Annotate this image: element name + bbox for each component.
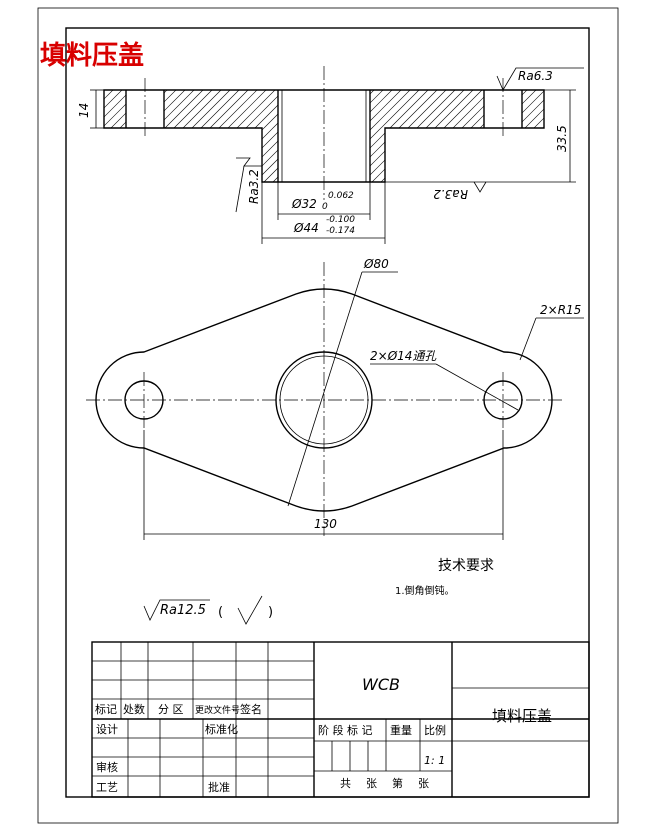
label-process: 工艺 (96, 781, 118, 794)
label-scale: 比例 (424, 723, 446, 737)
boss-tol-lower: -0.174 (326, 226, 355, 236)
hatch-line (597, 80, 654, 200)
bore-dim: Ø32 (291, 197, 317, 211)
hatch-line (104, 90, 106, 182)
boss-dim: Ø44 (293, 221, 319, 235)
scale-value: 1: 1 (424, 754, 445, 767)
drawing-frame (65, 27, 590, 798)
hatch-line (104, 90, 133, 182)
label-review: 审核 (96, 760, 118, 774)
roughness-top: Ra6.3 (518, 69, 553, 83)
hatch-line (104, 90, 196, 182)
part-name: 填料压盖 (492, 707, 552, 725)
height-dim: 33.5 (555, 125, 569, 152)
hatch-line (0, 80, 69, 200)
label-weight: 重量 (390, 723, 412, 737)
length-dim: 130 (314, 517, 337, 531)
label-standardize: 标准化 (205, 722, 238, 736)
label-sheet-no: 第 (392, 776, 403, 790)
label-stage-mark: 阶 段 标 记 (318, 723, 373, 737)
note-item-1: 1.倒角倒钝。 (395, 584, 455, 597)
label-sheets-total: 共 (340, 777, 351, 790)
notes-heading: 技术要求 (438, 558, 494, 574)
label-sheets-unit-2: 张 (418, 777, 429, 790)
hatch-line (104, 90, 205, 182)
hatch-line (104, 90, 151, 182)
col-sign: 签名 (240, 702, 262, 716)
roughness-left: Ra3.2 (247, 169, 261, 204)
bore-tol-upper: 0.062 (328, 191, 354, 201)
section-view: 14 33.5 Ra6.3 Ra3.2 Ra3.2 Ø32 0.062 0 Ø4… (0, 66, 654, 244)
hatch-line (137, 90, 259, 182)
roughness-right: Ra3.2 (433, 187, 468, 201)
hatch-line (570, 80, 654, 200)
plan-view: Ø80 2×R15 2×Ø14通孔 130 (86, 257, 584, 540)
col-doc: 更改文件号 (195, 704, 240, 716)
title-block: 标记 处数 分 区 更改文件号 签名 设计 标准化 审核 工艺 批准 WCB 阶… (91, 641, 590, 798)
corner-radius-dim: 2×R15 (540, 303, 581, 317)
hatch-line (128, 90, 250, 182)
hatch-line (104, 90, 160, 182)
hatch-line (0, 80, 96, 200)
label-approve: 批准 (208, 780, 230, 794)
label-sheets-unit-1: 张 (366, 777, 377, 790)
col-mark: 标记 (95, 702, 117, 716)
thickness-dim: 14 (77, 103, 91, 118)
technical-notes: 技术要求 1.倒角倒钝。 Ra12.5 ( ) (143, 558, 494, 625)
hatch-line (104, 90, 223, 182)
hatch-line (615, 80, 654, 200)
holes-note: 2×Ø14通孔 (370, 349, 437, 363)
boss-tol-upper: -0.100 (326, 215, 355, 225)
hatch-line (104, 90, 214, 182)
hatch-line (588, 80, 654, 200)
hatch-line (0, 80, 87, 200)
material: WCB (362, 675, 400, 694)
hatch-line (579, 80, 654, 200)
label-design: 设计 (96, 723, 118, 736)
bore-tol-lower: 0 (322, 202, 328, 212)
hatch-line (104, 90, 115, 182)
col-zone: 分 区 (158, 703, 184, 716)
hatch-line (606, 80, 654, 200)
sheet-border (37, 7, 619, 824)
drawing-title: 填料压盖 (40, 40, 144, 71)
hatch-line (104, 90, 178, 182)
bracket-open: ( (218, 605, 223, 620)
col-count: 处数 (123, 703, 145, 716)
hatch-line (119, 90, 241, 182)
hatch-line (110, 90, 232, 182)
bracket-close: ) (268, 605, 273, 620)
hatch-line (104, 90, 124, 182)
general-roughness: Ra12.5 (160, 603, 206, 618)
hatch-line (104, 90, 142, 182)
hatch-line (0, 80, 60, 200)
pitch-circle-dim: Ø80 (363, 257, 389, 271)
